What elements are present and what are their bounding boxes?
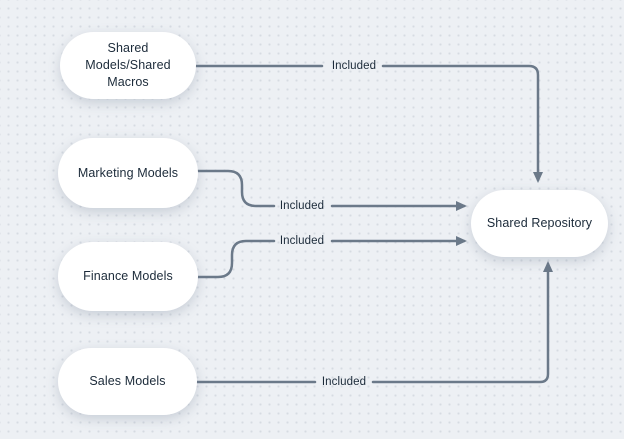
node-shared-repository: Shared Repository — [471, 190, 608, 257]
edge-label-included-sales: Included — [321, 376, 367, 388]
node-shared-models-shared-macros: Shared Models/Shared Macros — [60, 32, 196, 99]
node-label-line: Models/Shared — [85, 58, 171, 72]
edge-marketing-to-repo-pre-label — [195, 169, 276, 208]
node-label-line: Macros — [107, 75, 149, 89]
edge-label-included-marketing: Included — [279, 200, 325, 212]
node-finance-models: Finance Models — [58, 242, 198, 311]
node-label: Sales Models — [89, 374, 166, 388]
node-label-line: Shared — [107, 41, 149, 55]
node-label: Marketing Models — [77, 165, 179, 180]
edge-sales-to-repo-post-label — [371, 261, 553, 384]
node-label: Shared Repository — [486, 216, 593, 230]
node-marketing-models: Marketing Models — [58, 138, 198, 208]
node-sales-models: Sales Models — [58, 348, 197, 415]
node-label: Finance Models — [83, 269, 173, 283]
edge-shared-models-to-repo-post-label — [381, 64, 543, 183]
edge-label-included-finance: Included — [279, 235, 325, 247]
edge-finance-to-repo-pre-label — [196, 239, 276, 279]
edge-label-included-shared-models: Included — [331, 60, 377, 72]
